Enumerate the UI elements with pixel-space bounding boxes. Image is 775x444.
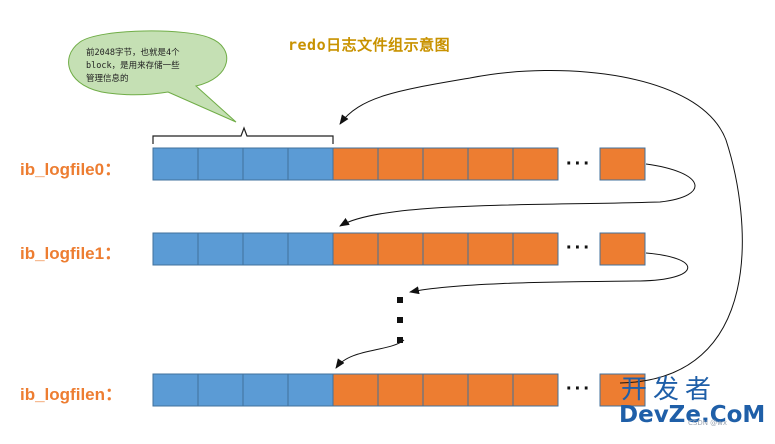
data-block xyxy=(422,147,469,181)
header-brace xyxy=(152,126,334,144)
row-ellipsis: ··· xyxy=(566,378,592,400)
data-block xyxy=(467,147,514,181)
header-block xyxy=(287,373,334,407)
callout-line: block，是用来存储一些 xyxy=(86,61,180,71)
tail-block xyxy=(599,147,646,181)
data-block xyxy=(377,232,424,266)
callout-line: 前2048字节，也就是4个 xyxy=(86,48,180,58)
data-block xyxy=(467,373,514,407)
callout-shape xyxy=(68,30,237,123)
row-ellipsis: ··· xyxy=(566,237,592,259)
callout-text: 前2048字节，也就是4个 block，是用来存储一些 管理信息的 xyxy=(86,47,206,86)
tail-block xyxy=(599,373,646,407)
watermark-en: DevZe.CoM xyxy=(619,402,766,428)
data-block xyxy=(332,232,379,266)
file-label-ib-logfilen: ib_logfilen： xyxy=(20,385,122,404)
header-block xyxy=(242,147,289,181)
tail-block xyxy=(599,232,646,266)
data-block xyxy=(422,232,469,266)
header-block xyxy=(242,373,289,407)
data-block xyxy=(512,232,559,266)
file-label-ib-logfile0: ib_logfile0： xyxy=(20,160,122,179)
header-block xyxy=(197,232,244,266)
data-block xyxy=(512,373,559,407)
diagram-title: redo日志文件组示意图 xyxy=(288,36,451,54)
continuation-dot xyxy=(397,337,403,343)
data-block xyxy=(377,147,424,181)
header-block xyxy=(287,147,334,181)
header-block xyxy=(197,373,244,407)
header-block xyxy=(152,232,199,266)
header-block xyxy=(287,232,334,266)
data-block xyxy=(332,147,379,181)
row-ellipsis: ··· xyxy=(566,153,592,175)
data-block xyxy=(467,232,514,266)
callout-bubble xyxy=(68,30,237,123)
arrow-file0-to-file1 xyxy=(339,163,696,227)
data-block xyxy=(422,373,469,407)
header-block xyxy=(152,373,199,407)
header-block xyxy=(152,147,199,181)
data-block xyxy=(512,147,559,181)
data-block xyxy=(377,373,424,407)
continuation-dot xyxy=(397,317,403,323)
watermark-cn: 开发者 xyxy=(621,375,718,405)
log-file-rows xyxy=(152,147,646,407)
data-block xyxy=(332,373,379,407)
arrow-file1-to-next xyxy=(409,252,689,295)
continuation-dot xyxy=(397,297,403,303)
callout-line: 管理信息的 xyxy=(86,74,129,84)
watermark-tiny: CSDN @wx xyxy=(688,419,728,427)
file-label-ib-logfile1: ib_logfile1： xyxy=(20,244,122,263)
header-block xyxy=(197,147,244,181)
arrow-dots-to-filen xyxy=(335,339,405,369)
header-block xyxy=(242,232,289,266)
arrow-filen-back-to-file0 xyxy=(339,70,743,384)
